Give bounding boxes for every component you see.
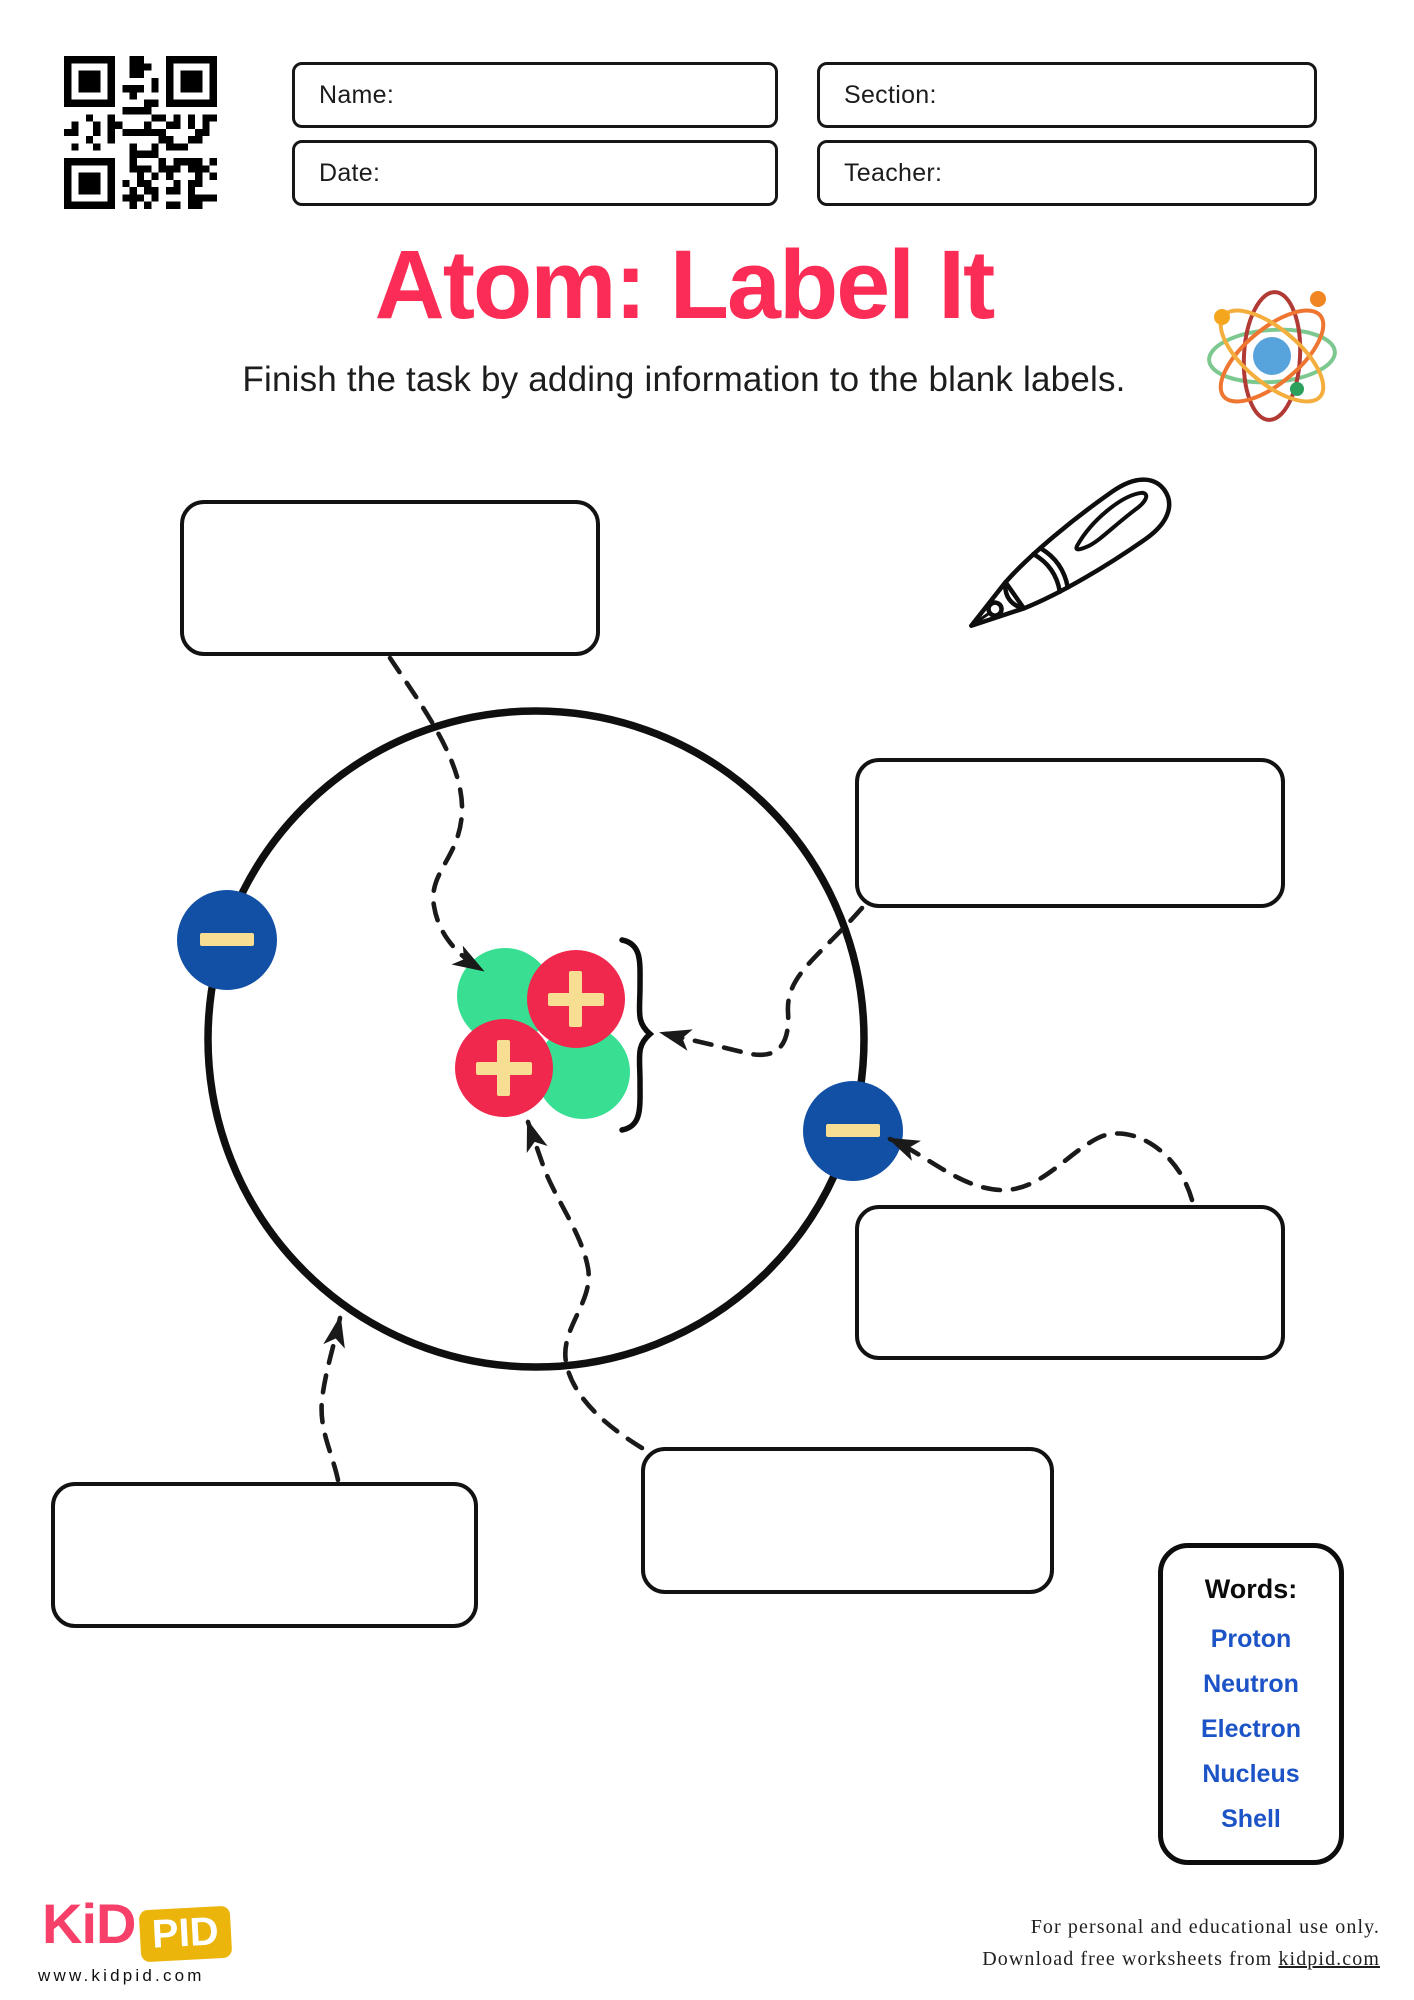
neutron-top-left <box>457 948 553 1044</box>
qr-code-icon <box>64 56 217 209</box>
electron-right <box>803 1081 903 1181</box>
word-bank-title: Words: <box>1204 1574 1298 1604</box>
blank-label-box-upper-right[interactable] <box>855 758 1285 908</box>
teacher-field-label: Teacher: <box>844 158 943 187</box>
blank-label-box-top-left[interactable] <box>180 500 600 656</box>
word-nucleus: Nucleus <box>1202 1760 1300 1788</box>
connector-topleft-to-neutron <box>387 655 485 973</box>
logo-pid-badge: PID <box>139 1905 233 1963</box>
kidpid-logo: KiD PID <box>42 1892 233 1963</box>
word-proton: Proton <box>1210 1625 1292 1653</box>
nucleus-brace <box>619 937 655 1133</box>
footer-note-line1: For personal and educational use only. <box>1030 1916 1380 1938</box>
date-field-label: Date: <box>319 158 381 187</box>
footer-note: For personal and educational use only. D… <box>982 1912 1380 1975</box>
word-shell: Shell <box>1221 1805 1281 1833</box>
name-field[interactable]: Name: <box>292 62 778 128</box>
proton-top-right <box>527 950 625 1048</box>
nucleus <box>455 948 630 1119</box>
page-subtitle: Finish the task by adding information to… <box>242 360 1126 399</box>
connector-bottomcenter-to-proton <box>525 1119 645 1451</box>
electron-left <box>177 890 277 990</box>
page-title: Atom: Label It <box>374 230 996 339</box>
footer-note-line2: Download free worksheets from kidpid.com <box>982 1947 1380 1970</box>
blank-label-box-bottom-center[interactable] <box>641 1447 1054 1594</box>
kidpid-link[interactable]: kidpid.com <box>1278 1947 1380 1970</box>
neutron-bottom-right <box>536 1025 630 1119</box>
connector-midright-to-electron <box>887 1131 1195 1203</box>
connector-upperright-to-nucleus <box>659 905 865 1058</box>
word-electron: Electron <box>1200 1715 1302 1743</box>
fountain-pen-icon <box>969 477 1172 628</box>
date-field[interactable]: Date: <box>292 140 778 206</box>
logo-kid-text: KiD <box>42 1892 136 1955</box>
blank-label-box-mid-right[interactable] <box>855 1205 1285 1360</box>
word-bank: Words: Proton Neutron Electron Nucleus S… <box>1158 1543 1344 1865</box>
connector-bottomleft-to-shell <box>319 1315 345 1483</box>
website-text: www.kidpid.com <box>38 1966 205 1985</box>
section-field[interactable]: Section: <box>817 62 1317 128</box>
word-neutron: Neutron <box>1203 1670 1299 1698</box>
atom-icon <box>1207 290 1337 422</box>
blank-label-box-bottom-left[interactable] <box>51 1482 478 1628</box>
name-field-label: Name: <box>319 80 395 109</box>
teacher-field[interactable]: Teacher: <box>817 140 1317 206</box>
section-field-label: Section: <box>844 80 937 109</box>
shell-circle <box>204 707 868 1371</box>
proton-bottom-left <box>455 1019 553 1117</box>
